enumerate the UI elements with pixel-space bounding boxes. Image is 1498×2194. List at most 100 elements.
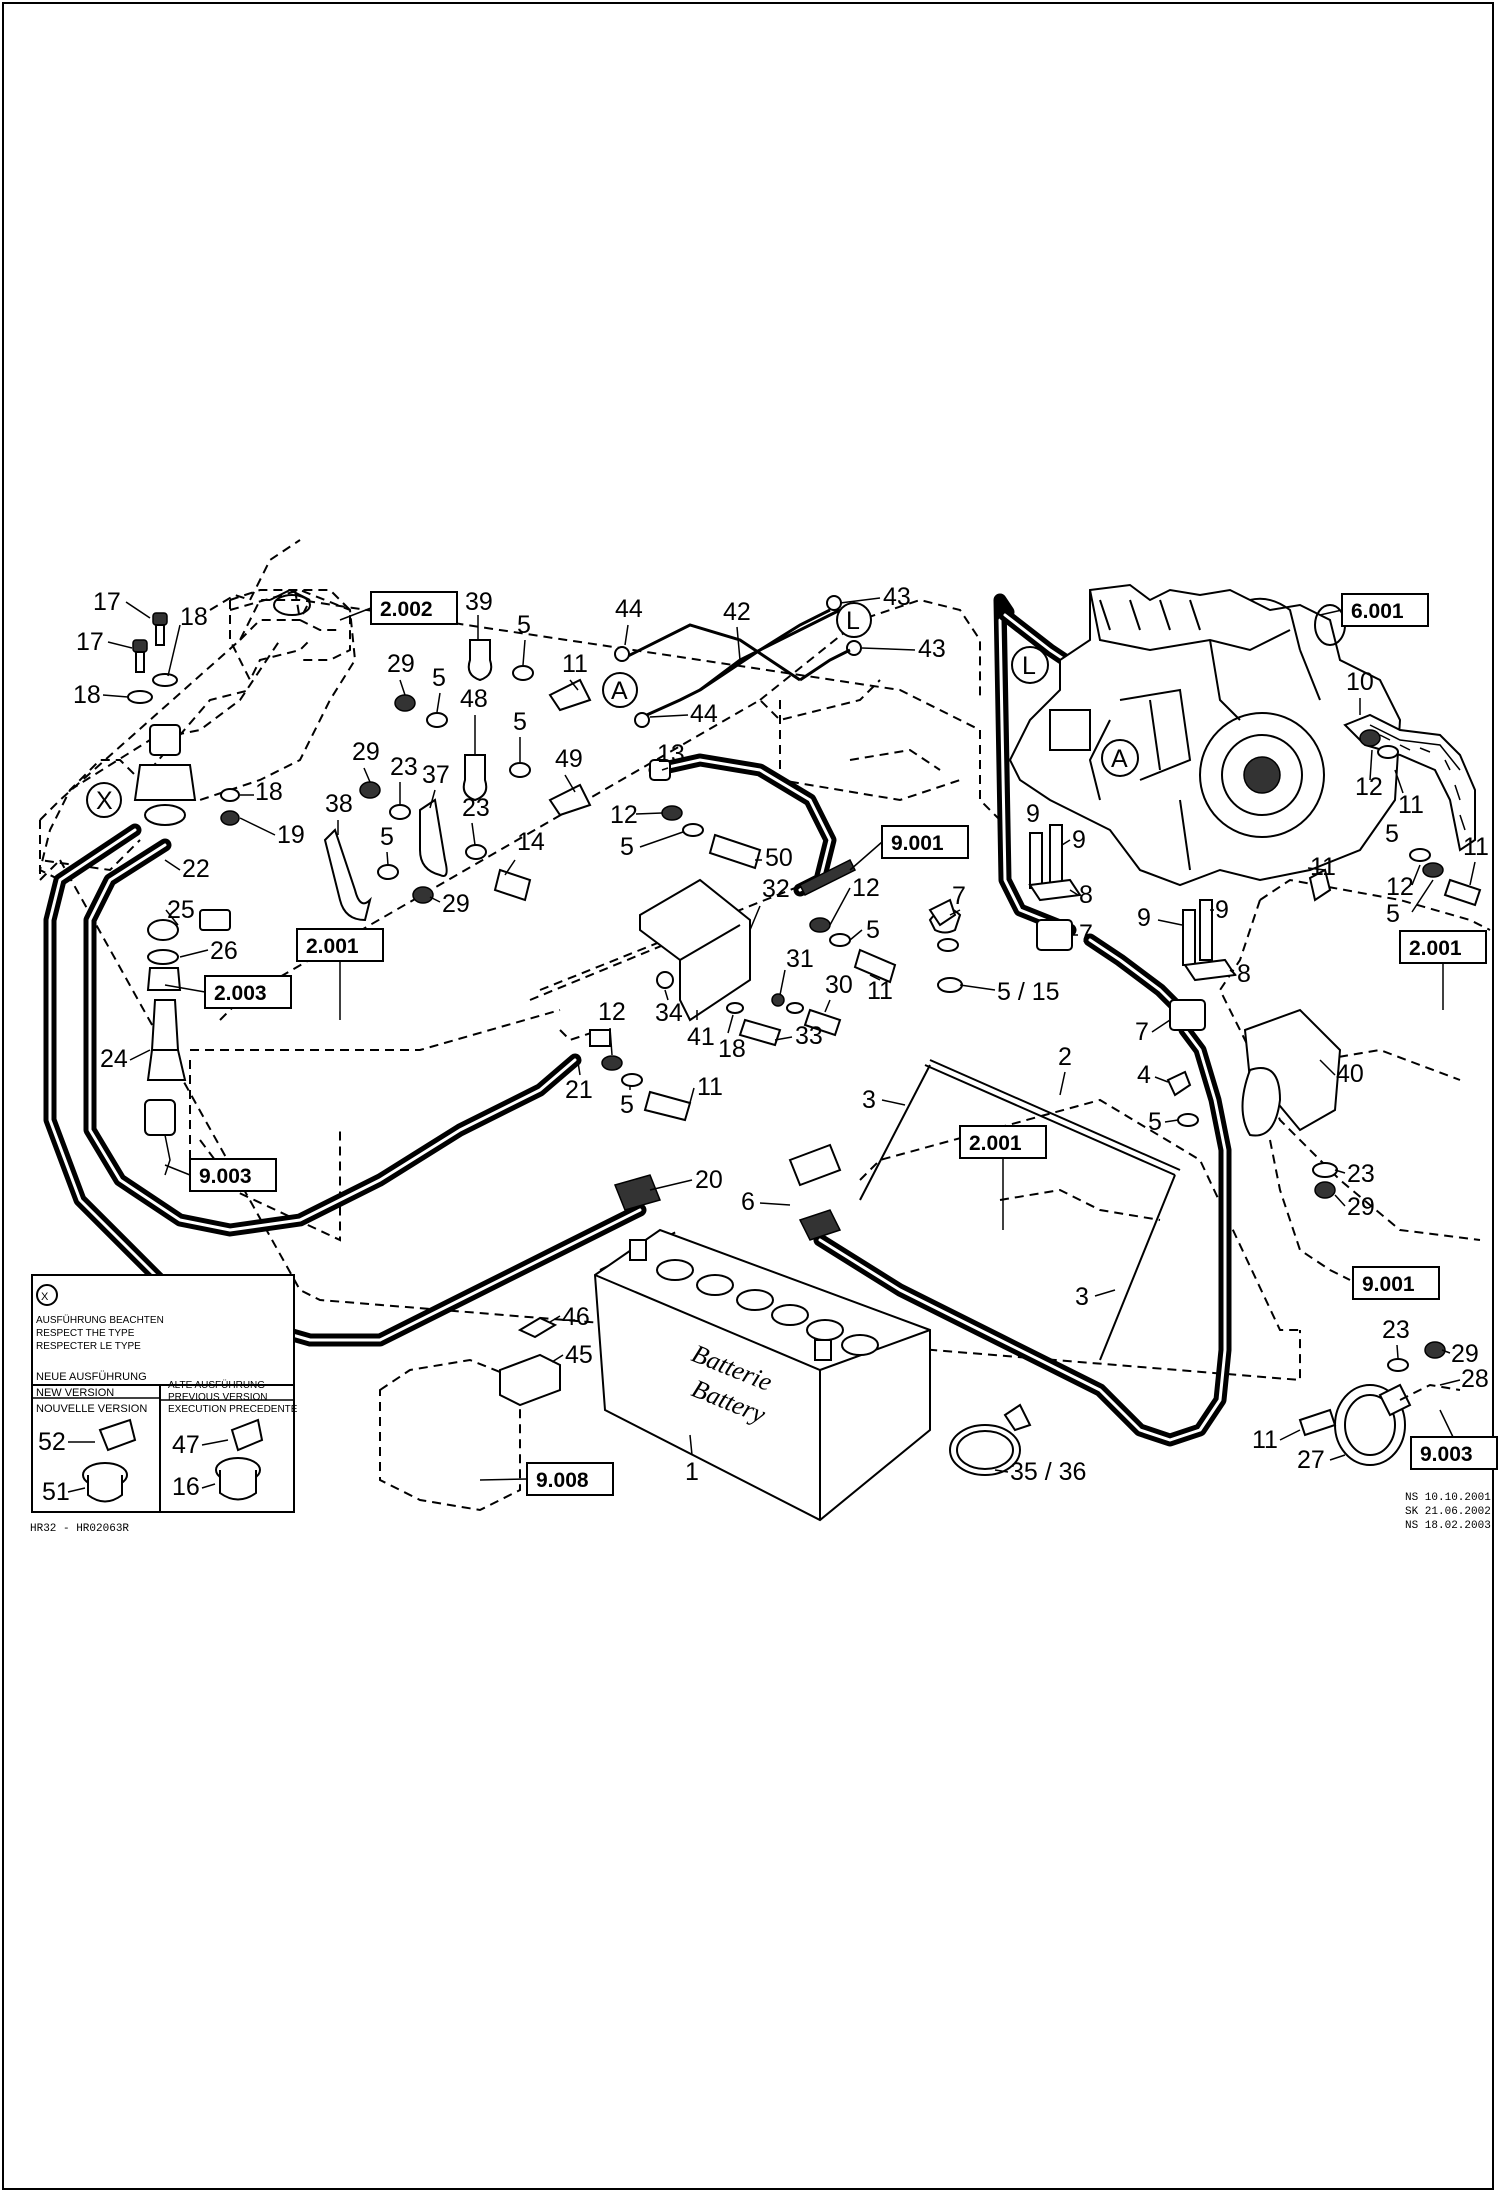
engine	[928, 583, 1482, 1466]
callout-28: 28	[1461, 1365, 1489, 1393]
callout-23d: 23	[1382, 1316, 1410, 1344]
callout-18d: 18	[718, 1035, 746, 1063]
battery: Batterie Battery	[499, 1059, 1181, 1522]
callout-19: 19	[277, 821, 305, 849]
callout-5h: 5	[1385, 820, 1399, 848]
reference-boxes: 2.002 6.001 9.001 2.001 2.003 9.003 9.00…	[164, 591, 1498, 1496]
callout-43a: 43	[883, 583, 911, 611]
callout-24: 24	[100, 1045, 128, 1073]
callout-12d: 12	[1355, 773, 1383, 801]
legend-old-part-47: 47	[172, 1431, 200, 1459]
callout-11e: 11	[1463, 833, 1489, 861]
revision-2: SK 21.06.2002	[1405, 1506, 1491, 1518]
callout-18b: 18	[73, 681, 101, 709]
legend-note-line-3: RESPECTER LE TYPE	[36, 1341, 141, 1352]
callout-5-15: 5 / 15	[997, 978, 1060, 1006]
legend-old-version-line-2: PREVIOUS VERSION	[168, 1392, 267, 1403]
callout-31: 31	[786, 945, 814, 973]
callout-45: 45	[565, 1341, 593, 1369]
callout-11d: 11	[1398, 791, 1424, 819]
callout-44b: 44	[690, 700, 718, 728]
callout-10: 10	[1346, 668, 1374, 696]
callout-18c: 18	[255, 778, 283, 806]
callout-18a: 18	[180, 603, 208, 631]
callout-17b: 17	[76, 628, 104, 656]
legend-box: X AUSFÜHRUNG BEACHTEN RESPECT THE TYPE R…	[31, 1274, 298, 1513]
circle-markers: X A L L A	[86, 602, 1139, 818]
callout-6: 6	[741, 1188, 755, 1216]
callout-11f: 11	[1310, 853, 1336, 881]
legend-old-version-line-1: ALTE AUSFÜHRUNG	[168, 1379, 265, 1391]
callout-42: 42	[723, 598, 751, 626]
callout-5i: 5	[1386, 900, 1400, 928]
ref-box-2-003: 2.003	[214, 982, 267, 1005]
ref-box-9-001-right: 9.001	[1362, 1273, 1415, 1296]
callout-29a: 29	[387, 650, 415, 678]
legend-note-line-1: AUSFÜHRUNG BEACHTEN	[36, 1314, 164, 1326]
callout-27: 27	[1297, 1446, 1325, 1474]
legend-old-version-line-3: EXECUTION PRECEDENTE	[168, 1404, 298, 1415]
callout-14: 14	[517, 828, 545, 856]
drawing-id: HR32 - HR02063R	[30, 1523, 129, 1535]
ref-box-2-001-center: 2.001	[969, 1132, 1022, 1155]
callout-5b: 5	[432, 664, 446, 692]
callout-12b: 12	[852, 874, 880, 902]
callout-34: 34	[655, 999, 683, 1027]
legend-new-part-52: 52	[38, 1428, 66, 1456]
ref-box-6-001: 6.001	[1351, 600, 1404, 623]
callout-9b: 9	[1072, 826, 1086, 854]
legend-new-version-line-1: NEUE AUSFÜHRUNG	[36, 1371, 147, 1383]
switch-assembly	[133, 724, 231, 1176]
legend-old-part-16: 16	[172, 1473, 200, 1501]
callout-4: 4	[1137, 1061, 1151, 1089]
callout-20: 20	[695, 1166, 723, 1194]
callout-40: 40	[1336, 1060, 1364, 1088]
callout-48: 48	[460, 685, 488, 713]
callout-5g: 5	[620, 1091, 634, 1119]
revision-1: NS 10.10.2001	[1405, 1492, 1491, 1504]
callout-50: 50	[765, 844, 793, 872]
callout-12e: 12	[1386, 873, 1414, 901]
ref-box-9-008: 9.008	[536, 1469, 589, 1492]
legend-note-line-2: RESPECT THE TYPE	[36, 1328, 135, 1339]
callout-7b: 7	[1079, 920, 1093, 948]
ref-box-9-003-left: 9.003	[199, 1165, 252, 1188]
callout-11c: 11	[697, 1073, 723, 1101]
callout-21: 21	[565, 1076, 593, 1104]
callout-5j: 5	[1148, 1108, 1162, 1136]
ref-box-2-001-left: 2.001	[306, 935, 359, 958]
revision-3: NS 18.02.2003	[1405, 1520, 1491, 1532]
callout-8b: 8	[1237, 960, 1251, 988]
callout-5a: 5	[517, 611, 531, 639]
callout-46: 46	[562, 1303, 590, 1331]
callout-29b: 29	[352, 738, 380, 766]
callout-26: 26	[210, 937, 238, 965]
marker-l-left: L	[846, 607, 860, 635]
callout-11b: 11	[867, 977, 893, 1005]
marker-l-engine: L	[1022, 652, 1036, 680]
ref-box-9-001-top: 9.001	[891, 832, 944, 855]
callout-37: 37	[422, 761, 450, 789]
callout-32: 32	[762, 875, 790, 903]
callout-7c: 7	[1135, 1018, 1149, 1046]
callout-17a: 17	[93, 588, 121, 616]
callout-29d: 29	[1347, 1193, 1375, 1221]
callout-11g: 11	[1252, 1426, 1278, 1454]
callout-8a: 8	[1079, 881, 1093, 909]
callout-5f: 5	[866, 916, 880, 944]
callout-25: 25	[167, 896, 195, 924]
callout-29e: 29	[1451, 1340, 1479, 1368]
callout-29c: 29	[442, 890, 470, 918]
callout-9d: 9	[1215, 896, 1229, 924]
callout-49: 49	[555, 745, 583, 773]
callout-23a: 23	[390, 753, 418, 781]
callout-11a: 11	[562, 650, 588, 678]
ref-box-2-001-right: 2.001	[1409, 937, 1462, 960]
callout-12a: 12	[610, 801, 638, 829]
marker-a-left: A	[611, 677, 628, 705]
callout-7a: 7	[952, 882, 966, 910]
legend-new-part-51: 51	[42, 1478, 70, 1506]
